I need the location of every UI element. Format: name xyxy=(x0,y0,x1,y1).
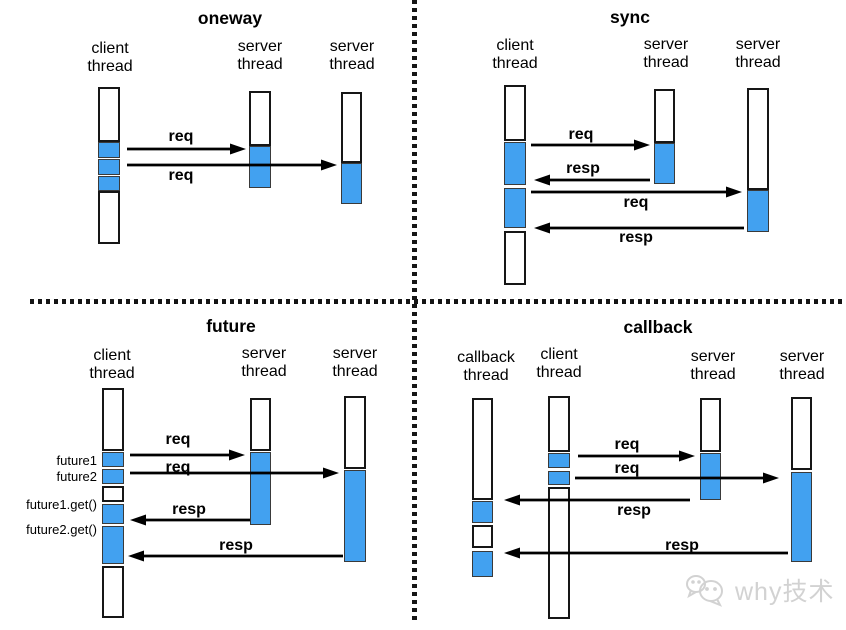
oneway-server-thread-2-label: server thread xyxy=(329,38,375,73)
oneway-server-thread-2-segment-blue xyxy=(341,163,362,204)
future-server-thread-2-segment-white xyxy=(344,396,366,469)
callback-server-thread-2-label: server thread xyxy=(779,348,825,383)
callback-client-thread-segment-white xyxy=(548,396,570,452)
future-req-arrow-label: req xyxy=(165,459,191,476)
future-server-thread-1-label: server thread xyxy=(241,345,287,380)
future-call-label: future1.get() xyxy=(26,497,97,512)
sync-server-thread-2-segment-white xyxy=(747,88,769,190)
future-client-thread-segment-white xyxy=(102,486,124,502)
future-call-label: future2.get() xyxy=(26,522,97,537)
callback-server-thread-1-segment-white xyxy=(700,398,721,452)
oneway-client-thread-segment-white xyxy=(98,87,120,142)
quadrant-title-sync: sync xyxy=(610,7,650,27)
callback-callback-thread-segment-blue xyxy=(472,501,493,523)
callback-callback-thread-label: callback thread xyxy=(457,349,515,384)
future-req-arrow-label: req xyxy=(165,431,191,448)
future-client-thread-segment-blue xyxy=(102,469,124,484)
sync-req-arrow-label: req xyxy=(568,126,594,143)
callback-callback-thread-segment-white xyxy=(472,525,493,548)
future-resp-arrow-label: resp xyxy=(219,537,253,554)
sync-client-thread-segment-blue xyxy=(504,142,526,185)
future-call-label: future2 xyxy=(56,469,97,484)
callback-resp-arrow-label: resp xyxy=(665,537,699,554)
sync-server-thread-2-segment-blue xyxy=(747,190,769,232)
future-server-thread-1-segment-blue xyxy=(250,452,271,525)
oneway-server-thread-1-segment-blue xyxy=(249,146,271,188)
sync-server-thread-1-label: server thread xyxy=(643,36,689,71)
callback-resp-arrow xyxy=(504,494,690,506)
sync-resp-arrow-label: resp xyxy=(619,229,653,246)
callback-client-thread-segment-white xyxy=(548,487,570,619)
callback-req-arrow-label: req xyxy=(614,436,640,453)
oneway-client-thread-segment-blue xyxy=(98,176,120,191)
callback-client-thread-segment-blue xyxy=(548,453,570,468)
oneway-client-thread-label: client thread xyxy=(87,40,133,75)
callback-server-thread-2-segment-blue xyxy=(791,472,812,562)
oneway-server-thread-2-segment-white xyxy=(341,92,362,163)
callback-req-arrow-label: req xyxy=(614,460,640,477)
sync-server-thread-1-segment-white xyxy=(654,89,675,143)
sync-client-thread-segment-blue xyxy=(504,188,526,228)
callback-resp-arrow-label: resp xyxy=(617,502,651,519)
future-client-thread-label: client thread xyxy=(89,347,135,382)
future-client-thread-segment-blue xyxy=(102,504,124,524)
callback-client-thread-segment-blue xyxy=(548,471,570,485)
callback-resp-arrow xyxy=(504,547,788,559)
oneway-req-arrow xyxy=(127,159,337,171)
oneway-server-thread-1-segment-white xyxy=(249,91,271,146)
future-resp-arrow-label: resp xyxy=(172,501,206,518)
callback-server-thread-1-label: server thread xyxy=(690,348,736,383)
future-client-thread-segment-white xyxy=(102,388,124,451)
sync-resp-arrow-label: resp xyxy=(566,160,600,177)
watermark: why技术 xyxy=(684,572,834,608)
callback-server-thread-2-segment-white xyxy=(791,397,812,470)
quadrant-title-oneway: oneway xyxy=(197,8,263,28)
oneway-client-thread-segment-blue xyxy=(98,142,120,158)
future-server-thread-1-segment-white xyxy=(250,398,271,451)
callback-client-thread-label: client thread xyxy=(536,346,582,381)
sync-server-thread-2-label: server thread xyxy=(735,36,781,71)
horizontal-divider xyxy=(30,299,846,304)
future-server-thread-2-segment-blue xyxy=(344,470,366,562)
oneway-client-thread-segment-white xyxy=(98,191,120,244)
future-client-thread-segment-blue xyxy=(102,452,124,467)
sync-server-thread-1-segment-blue xyxy=(654,143,675,184)
oneway-req-arrow-label: req xyxy=(168,128,194,145)
future-client-thread-segment-white xyxy=(102,566,124,618)
callback-req-arrow xyxy=(575,472,779,484)
oneway-client-thread-segment-blue xyxy=(98,159,120,175)
oneway-req-arrow-label: req xyxy=(168,167,194,184)
watermark-text: why技术 xyxy=(735,578,835,606)
chat-bubbles-doodle-icon xyxy=(686,575,723,607)
quadrant-title-callback: callback xyxy=(623,317,693,337)
future-call-label: future1 xyxy=(56,453,97,468)
future-client-thread-segment-blue xyxy=(102,526,124,564)
quadrant-title-future: future xyxy=(206,316,256,336)
future-req-arrow xyxy=(130,467,339,479)
sync-client-thread-label: client thread xyxy=(492,37,538,72)
callback-callback-thread-segment-white xyxy=(472,398,493,500)
future-server-thread-2-label: server thread xyxy=(332,345,378,380)
sync-client-thread-segment-white xyxy=(504,231,526,285)
callback-callback-thread-segment-blue xyxy=(472,551,493,577)
vertical-divider xyxy=(412,0,417,624)
oneway-server-thread-1-label: server thread xyxy=(237,38,283,73)
sync-req-arrow-label: req xyxy=(623,194,649,211)
callback-server-thread-1-segment-blue xyxy=(700,453,721,500)
sync-client-thread-segment-white xyxy=(504,85,526,141)
